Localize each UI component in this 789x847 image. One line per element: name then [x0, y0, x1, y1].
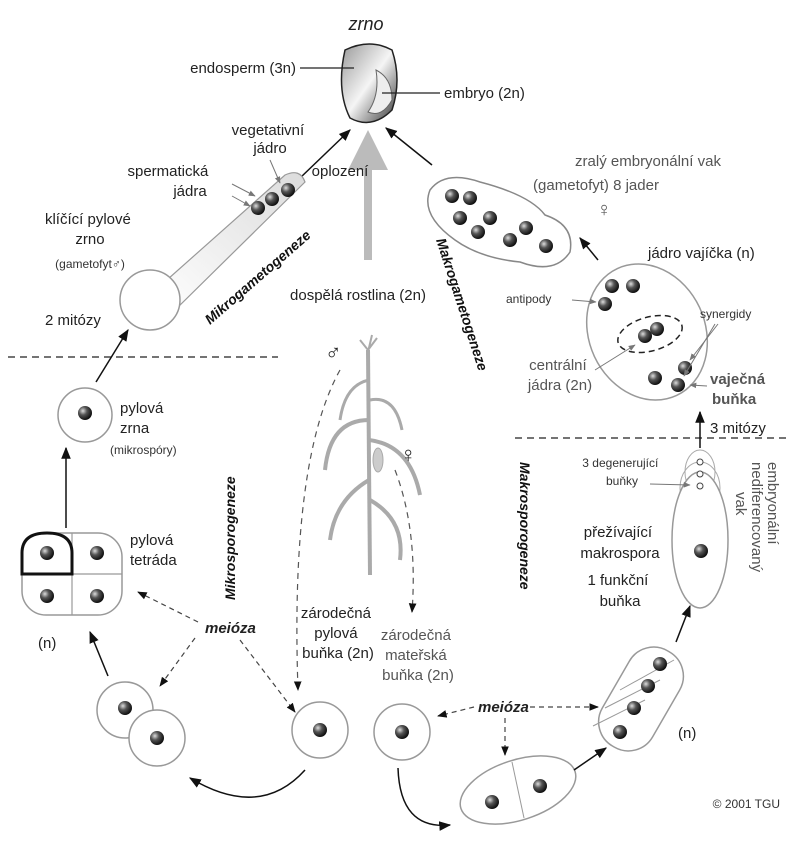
female-symbol-sac: ♀: [597, 199, 612, 221]
sperm-nuclei-label: spermatická jádra: [127, 163, 212, 200]
gametophyte-female-label: (gametofyt) 8 jader: [533, 177, 659, 194]
egg-nucleus-label: jádro vajíčka (n): [647, 245, 755, 262]
microspores-label: (mikrospóry): [110, 443, 177, 457]
dyad-to-tetrad-arrow: [90, 632, 108, 676]
antipode-nucleus: [598, 297, 612, 311]
endosperm-label: endosperm (3n): [190, 60, 296, 77]
seed-icon: [341, 44, 397, 123]
pollen-grains-label: pylová zrna: [120, 400, 168, 437]
central-nucleus: [650, 322, 664, 336]
antipode-nucleus: [626, 279, 640, 293]
dyad-nucleus-f: [533, 779, 547, 793]
sac-nucleus: [519, 221, 533, 235]
antipode-nucleus: [605, 279, 619, 293]
meiosis-to-mother: [438, 707, 474, 716]
germ-pollen-nucleus: [313, 723, 327, 737]
synergids-label: synergidy: [700, 307, 751, 321]
sac-nucleus: [503, 233, 517, 247]
degenerate-nucleus: [697, 459, 703, 465]
mature-sac-label: zralý embryonální vak: [575, 153, 721, 170]
undiff-sac-label: embryonální nediferencovaný vak: [732, 462, 781, 576]
gametophyte-male-label: (gametofyt♂): [55, 257, 125, 271]
germcell-to-dyad-arrow: [190, 770, 305, 797]
germ-pollen-cell-label: zárodečná pylová buňka (2n): [301, 605, 375, 662]
degenerate-nucleus: [697, 483, 703, 489]
central-nucleus: [638, 329, 652, 343]
microsporogenesis-label: Mikrosporogeneze: [222, 476, 238, 600]
meiosis-to-dyad: [160, 638, 195, 686]
antipodes-label: antipody: [506, 292, 551, 306]
tetrad-nucleus-f: [653, 657, 667, 671]
detail-to-sac-arrow: [580, 238, 598, 260]
sac-nucleus: [453, 211, 467, 225]
sac-nucleus: [483, 211, 497, 225]
tetrad-nucleus: [90, 589, 104, 603]
tetrad-nucleus-f: [613, 725, 627, 739]
sperm-nucleus: [265, 192, 279, 206]
degenerate-nucleus: [697, 471, 703, 477]
sperm-leader-2: [232, 196, 250, 206]
synergid-nucleus: [671, 378, 685, 392]
egg-leader: [690, 385, 707, 386]
sperm-leader: [232, 184, 255, 196]
macrospore-tetrad: [588, 637, 693, 761]
seed-title: zrno: [347, 14, 383, 34]
plant-to-mother-germcell: [395, 470, 413, 612]
meiosis-male-label: meióza: [205, 620, 256, 637]
egg-nucleus: [648, 371, 662, 385]
degenerating-label: 3 degenerující buňky: [582, 456, 661, 488]
meiosis-to-tetrad: [138, 592, 198, 622]
tetrad-nucleus-f: [641, 679, 655, 693]
mother-nucleus: [395, 725, 409, 739]
surviving-macrospore-label: přežívající makrospora: [580, 524, 660, 562]
meiosis-to-germcell: [240, 640, 295, 712]
sac-nucleus: [445, 189, 459, 203]
macrosporogenesis-label: Makrosporogeneze: [517, 462, 533, 590]
sac-nucleus: [463, 191, 477, 205]
meiosis-female-label: meióza: [478, 699, 529, 716]
tetrad-to-macrospore-arrow: [676, 606, 690, 642]
synergid-nucleus: [678, 361, 692, 375]
macrospore-dyad: [452, 743, 585, 837]
mitoses-arrow-male: [96, 330, 128, 382]
tetrad-nucleus: [90, 546, 104, 560]
sac-to-seed-arrow: [386, 128, 432, 165]
dyad-nucleus-f: [485, 795, 499, 809]
two-mitoses-label: 2 mitózy: [45, 312, 101, 329]
fertilization-label: oplození: [312, 163, 370, 180]
three-mitoses-label: 3 mitózy: [710, 420, 766, 437]
macrogametogenesis-label: Makrogametogeneze: [433, 236, 491, 373]
vegetative-nucleus: [281, 183, 295, 197]
sperm-nucleus: [251, 201, 265, 215]
sac-nucleus: [539, 239, 553, 253]
adult-plant-label: dospělá rostlina (2n): [290, 287, 426, 304]
dyad-nucleus: [150, 731, 164, 745]
female-symbol-plant: ♀: [400, 442, 417, 467]
macrospore-nucleus: [694, 544, 708, 558]
functional-cell-label: 1 funkční buňka: [587, 572, 652, 610]
tetrad-nucleus-f: [627, 701, 641, 715]
male-symbol: ♂: [325, 340, 342, 365]
pollen-tetrad: [22, 533, 122, 615]
tetrad-nucleus: [40, 546, 54, 560]
vegetative-leader: [270, 160, 280, 183]
dyad-nucleus: [118, 701, 132, 715]
vegetative-nucleus-label: vegetativní jádro: [232, 122, 309, 157]
mother-to-dyad-arrow: [398, 768, 450, 825]
egg-cell-label: vaječná buňka: [710, 371, 769, 408]
haploid-female-label: (n): [678, 725, 696, 742]
tetrad-nucleus: [40, 589, 54, 603]
central-nuclei-label: centrální jádra (2n): [527, 357, 592, 394]
dyad-to-tetrad-arrow-f: [574, 748, 606, 770]
copyright: © 2001 TGU: [713, 797, 780, 811]
pollen-nucleus: [78, 406, 92, 420]
pollen-tetrad-label: pylová tetráda: [130, 532, 178, 569]
sac-nucleus: [471, 225, 485, 239]
embryo-label: embryo (2n): [444, 85, 525, 102]
germinating-pollen-label: klíčící pylové zrno: [45, 211, 135, 248]
haploid-male-label: (n): [38, 635, 56, 652]
germ-mother-cell-label: zárodečná mateřská buňka (2n): [381, 627, 455, 684]
